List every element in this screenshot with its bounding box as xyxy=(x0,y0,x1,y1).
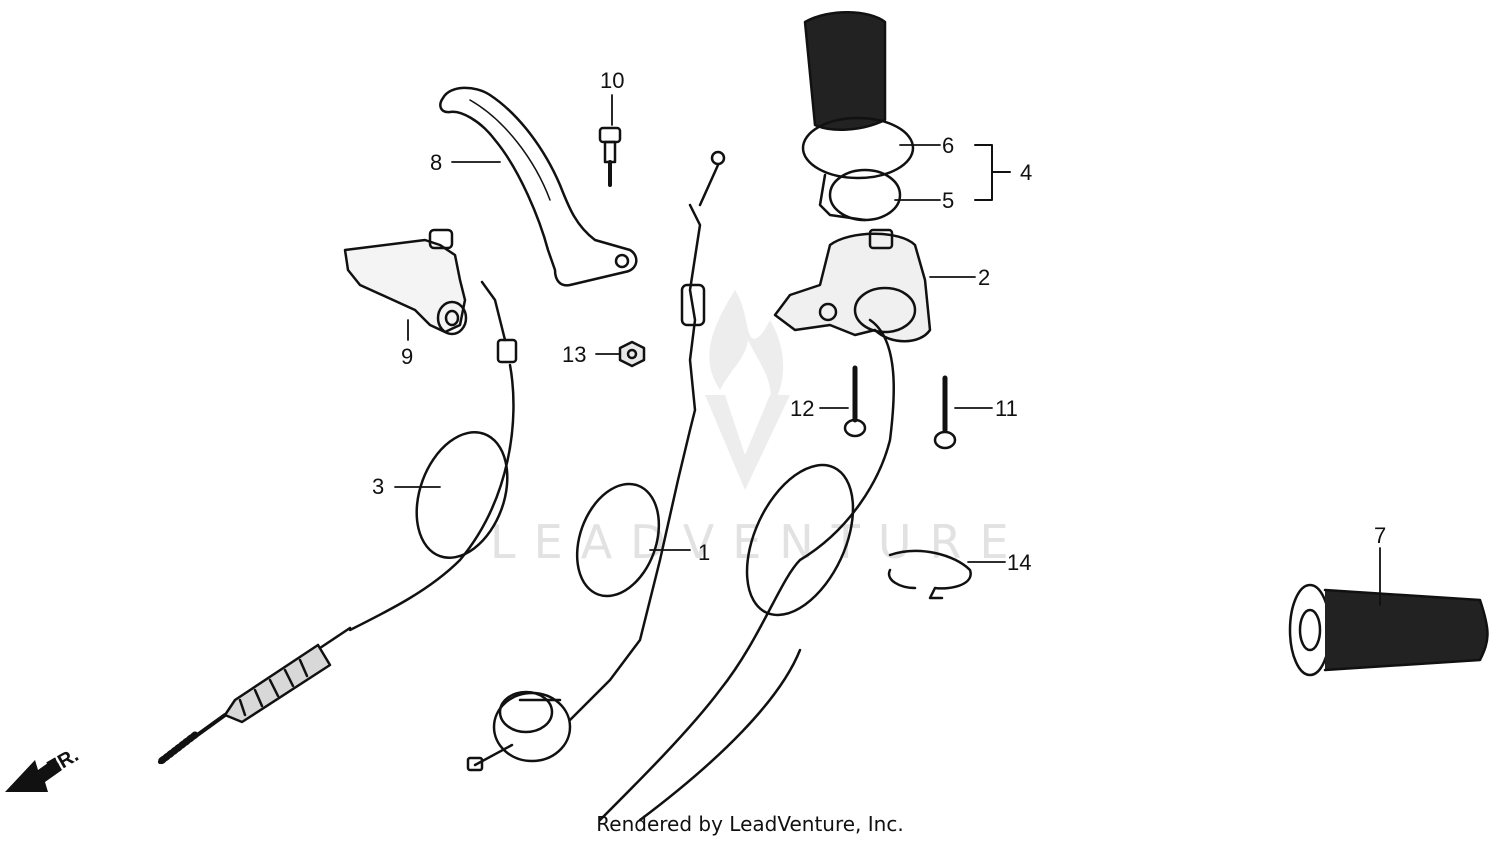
callout-3[interactable]: 3 xyxy=(372,474,384,499)
part-9-bracket[interactable] xyxy=(343,228,468,336)
callout-5[interactable]: 5 xyxy=(942,188,954,213)
callout-9[interactable]: 9 xyxy=(401,344,413,369)
part-1-cable[interactable] xyxy=(466,150,726,772)
leader-lines xyxy=(394,94,1381,606)
part-3-cable[interactable] xyxy=(156,280,524,766)
part-5-throttle-tube[interactable] xyxy=(818,168,902,222)
callout-7[interactable]: 7 xyxy=(1374,523,1386,548)
part-14-clamp[interactable] xyxy=(887,549,972,600)
callouts: 1 2 3 4 5 6 7 8 9 10 11 12 13 14 xyxy=(372,68,1386,575)
part-11-screw[interactable] xyxy=(933,375,957,450)
part-4-bracket-line xyxy=(974,144,1011,201)
part-13-nut[interactable] xyxy=(618,340,646,368)
callout-13[interactable]: 13 xyxy=(562,342,586,367)
part-2-throttle-housing[interactable] xyxy=(598,228,932,822)
callout-8[interactable]: 8 xyxy=(430,150,442,175)
part-12-screw[interactable] xyxy=(843,365,867,438)
callout-10[interactable]: 10 xyxy=(600,68,624,93)
callout-11[interactable]: 11 xyxy=(995,396,1018,421)
callout-4[interactable]: 4 xyxy=(1020,160,1032,185)
callout-6[interactable]: 6 xyxy=(942,133,954,158)
part-10-bolt[interactable] xyxy=(598,126,622,187)
callout-14[interactable]: 14 xyxy=(1007,550,1031,575)
part-7-grip[interactable] xyxy=(1288,583,1489,677)
callout-2[interactable]: 2 xyxy=(978,265,990,290)
render-credit: Rendered by LeadVenture, Inc. xyxy=(596,812,904,836)
front-direction-arrow: FR. xyxy=(5,744,82,792)
callout-1[interactable]: 1 xyxy=(698,540,710,565)
callout-12[interactable]: 12 xyxy=(790,396,814,421)
part-6-grip[interactable] xyxy=(801,11,915,180)
part-8-lever[interactable] xyxy=(439,86,638,287)
